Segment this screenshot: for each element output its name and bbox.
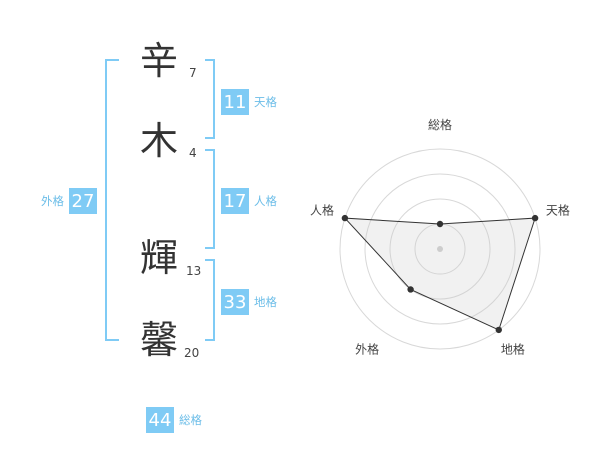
jinkaku: 17 人格 <box>221 188 277 214</box>
radar-ring <box>364 173 516 325</box>
stroke-count-3: 13 <box>186 264 202 278</box>
gaikaku-label: 外格 <box>41 194 64 208</box>
gaikaku-value: 27 <box>69 188 97 214</box>
tenkaku-value: 11 <box>221 89 249 115</box>
radar-point-4 <box>407 286 414 293</box>
tenkaku-bracket <box>205 59 215 139</box>
jinkaku-label: 人格 <box>254 194 277 208</box>
stroke-count-4: 20 <box>184 346 200 360</box>
jinkaku-bracket <box>205 149 215 249</box>
name-char-4: 馨 <box>140 318 179 362</box>
name-char-2: 木 <box>140 119 179 163</box>
name-char-3: 輝 <box>140 236 179 280</box>
radar-point-5 <box>341 214 349 222</box>
radar-axis-label-2: 天格 <box>546 203 570 218</box>
chikaku-label: 地格 <box>254 295 277 309</box>
radar-center <box>437 246 443 252</box>
chikaku-bracket <box>205 259 215 341</box>
tenkaku: 11 天格 <box>221 89 277 115</box>
radar-axis-label-4: 外格 <box>355 341 379 356</box>
radar-ring <box>389 198 491 300</box>
radar-point-3 <box>495 326 502 334</box>
soukaku-value: 44 <box>146 407 174 433</box>
radar-point-1 <box>436 220 444 228</box>
stroke-count-1: 7 <box>189 66 197 80</box>
tenkaku-label: 天格 <box>254 95 277 109</box>
radar-ring <box>339 148 541 350</box>
name-char-1: 辛 <box>140 39 179 83</box>
radar-axis-label-1: 総格 <box>428 117 452 132</box>
gaikaku: 外格 27 <box>41 188 97 214</box>
radar-point-2 <box>531 214 539 222</box>
soukaku-label: 総格 <box>179 413 202 427</box>
gaikaku-bracket <box>105 59 119 341</box>
radar-axis-label-5: 人格 <box>310 203 334 218</box>
radar-axis-label-3: 地格 <box>501 341 525 356</box>
chikaku: 33 地格 <box>221 289 277 315</box>
chikaku-value: 33 <box>221 289 249 315</box>
jinkaku-value: 17 <box>221 188 249 214</box>
stroke-count-2: 4 <box>189 146 197 160</box>
soukaku: 44 総格 <box>146 407 202 433</box>
radar-series-polygon <box>343 217 536 331</box>
